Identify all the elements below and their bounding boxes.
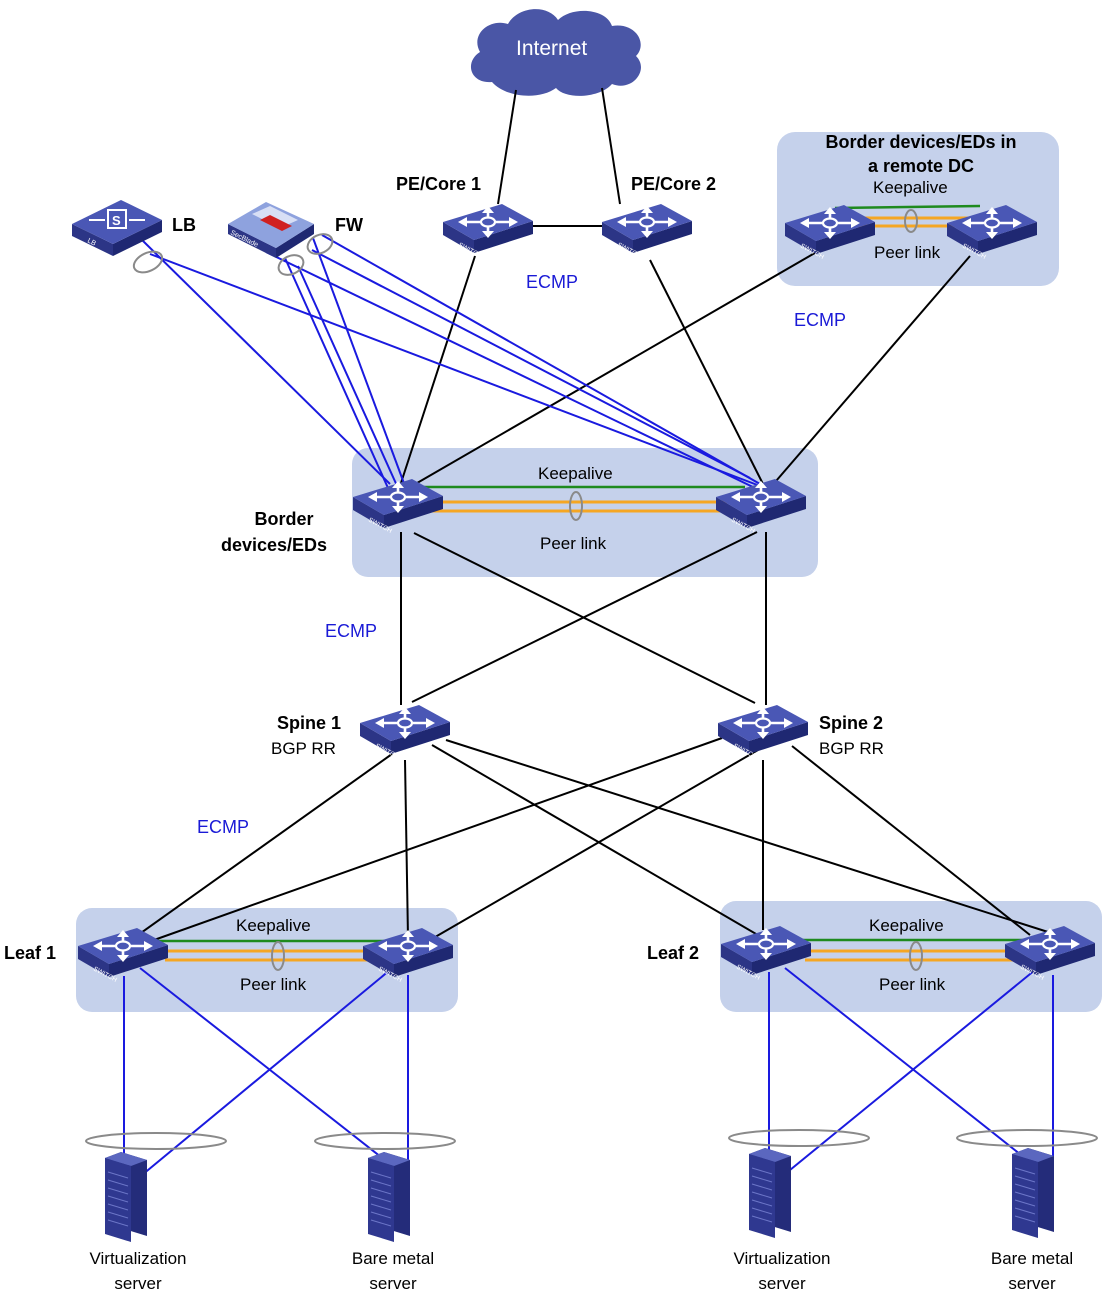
- server-3-line1: Virtualization: [733, 1249, 831, 1268]
- bare-metal-server-2: [1011, 1147, 1055, 1239]
- link-fw-border2b: [311, 249, 751, 479]
- leaf-2-keepalive: Keepalive: [869, 916, 944, 935]
- link-leaf2a-bare: [784, 967, 1036, 1167]
- spine-2-name: Spine 2: [819, 713, 884, 733]
- link-remote1-border1: [404, 249, 821, 491]
- link-border2-spine1: [411, 531, 758, 703]
- remote-dc-keepalive: Keepalive: [873, 178, 948, 197]
- spine-1-switch: [358, 703, 452, 763]
- spine-2-role: BGP RR: [819, 739, 884, 758]
- ecmp-label-2: ECMP: [794, 310, 847, 330]
- link-spine1-leaf2a: [431, 744, 764, 939]
- link-fw-border1c: [312, 237, 406, 487]
- pe-core-1-label: PE/Core 1: [396, 174, 482, 194]
- bare-metal-server-1: [367, 1151, 411, 1243]
- link-fw-border1b: [297, 265, 399, 489]
- pe-core-2-switch: [600, 202, 694, 262]
- server-1-line1: Virtualization: [89, 1249, 187, 1268]
- lb-device: S LB: [72, 200, 162, 256]
- fw-label: FW: [335, 215, 363, 235]
- blue-links: [123, 234, 1054, 1176]
- link-pe1-border1: [399, 255, 476, 487]
- link-spine1-leaf2b: [445, 739, 1049, 933]
- spine-2-switch: [716, 703, 810, 763]
- ecmp-label-3: ECMP: [325, 621, 378, 641]
- link-spine2-leaf1a: [139, 737, 723, 946]
- lb-label: LB: [172, 215, 196, 235]
- link-spine2-leaf2b: [791, 745, 1031, 936]
- link-fw-border2c: [321, 234, 761, 485]
- server-2-line1: Bare metal: [351, 1249, 435, 1268]
- link-pe2-border2: [649, 259, 765, 487]
- link-fw-border2a: [265, 251, 756, 489]
- link-internet-pe1: [497, 89, 517, 205]
- border-label-1: Border: [254, 509, 314, 529]
- server-4-line2: server: [1008, 1274, 1056, 1293]
- server-4-line1: Bare metal: [990, 1249, 1074, 1268]
- pe-core-2-label: PE/Core 2: [631, 174, 717, 194]
- leaf-1-peer-link: Peer link: [240, 975, 307, 994]
- pe-core-1-switch: [441, 202, 535, 262]
- virtualization-server-2: [748, 1147, 792, 1239]
- link-spine1-leaf1a: [123, 753, 393, 946]
- link-fw-border1a: [284, 257, 389, 489]
- spine-1-role: BGP RR: [271, 739, 336, 758]
- ecmp-label-4: ECMP: [197, 817, 250, 837]
- black-links: [123, 87, 1049, 946]
- server-3-line2: server: [758, 1274, 806, 1293]
- leaf-2-peer-link: Peer link: [879, 975, 946, 994]
- aggregation-rings: [85, 209, 1098, 1150]
- link-leaf1b-virt: [141, 969, 391, 1176]
- remote-dc-title-1: Border devices/EDs in: [825, 132, 1017, 152]
- border-keepalive: Keepalive: [538, 464, 613, 483]
- leaf1-pair-links: [150, 939, 385, 962]
- lb-device-text: LB: [86, 238, 97, 248]
- spine-1-name: Spine 1: [277, 713, 342, 733]
- internet-label: Internet: [516, 37, 588, 60]
- svg-text:S: S: [112, 213, 121, 228]
- leaf-1-name: Leaf 1: [4, 943, 57, 963]
- server-2-line2: server: [369, 1274, 417, 1293]
- virtualization-server-1: [104, 1151, 148, 1243]
- internet-cloud: [470, 9, 641, 96]
- border-pair-links: [420, 485, 745, 513]
- fw-device: SecBlade: [228, 202, 314, 258]
- remote-dc-title-2: a remote DC: [867, 156, 975, 176]
- link-lb-border2: [149, 253, 761, 487]
- remote-dc-peer-link: Peer link: [874, 243, 941, 262]
- link-spine2-leaf1b: [429, 749, 759, 941]
- link-remote2-border2: [769, 255, 971, 489]
- border-label-2: devices/EDs: [221, 535, 328, 555]
- leaf-1-keepalive: Keepalive: [236, 916, 311, 935]
- server-1-line2: server: [114, 1274, 162, 1293]
- link-leaf2b-virt: [789, 969, 1036, 1171]
- link-lb-border1: [139, 237, 391, 485]
- link-spine1-leaf1b: [404, 759, 409, 939]
- ecmp-label-1: ECMP: [526, 272, 579, 292]
- link-internet-pe2: [601, 87, 621, 205]
- border-peer-link: Peer link: [540, 534, 607, 553]
- leaf-2-name: Leaf 2: [647, 943, 700, 963]
